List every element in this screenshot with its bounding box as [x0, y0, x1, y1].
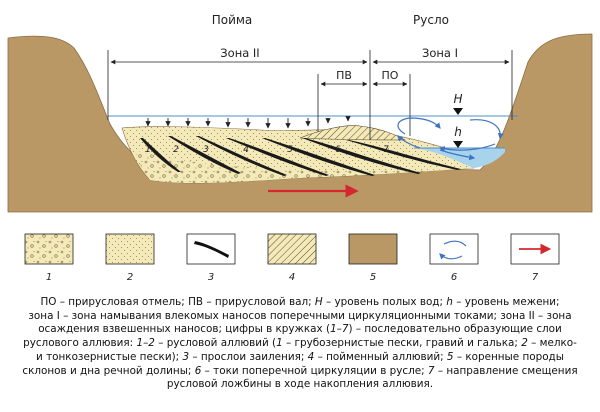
- legend-swatch-4: [267, 233, 317, 265]
- low-level-label: h: [454, 125, 462, 139]
- po-label: ПО: [382, 69, 399, 82]
- figure-caption: ПО – прирусловая отмель; ПВ – прируслово…: [10, 296, 590, 392]
- zone-2-label: Зона II: [220, 46, 259, 60]
- legend-number-6: 6: [451, 272, 457, 283]
- legend-number-1: 1: [46, 272, 52, 283]
- caption-line-7: русловой ложбины в ходе накопления аллюв…: [166, 378, 434, 391]
- legend-swatch-5: [348, 233, 398, 265]
- pv-label: ПВ: [336, 69, 352, 82]
- legend-number-5: 5: [370, 272, 376, 283]
- layer-number-5: 5: [287, 145, 293, 155]
- silt-interlayers: [140, 136, 461, 176]
- legend-number-2: 2: [127, 272, 133, 283]
- legend-swatch-1: [24, 233, 74, 265]
- header-floodplain: Пойма: [212, 13, 253, 27]
- caption-line-2: зона I – зона намывания влекомых наносов…: [28, 309, 572, 322]
- legend-number-4: 4: [289, 272, 295, 283]
- layer-number-6: 6: [335, 145, 341, 155]
- legend-circulation-icon: [440, 240, 467, 259]
- river-valley-cross-section: Пойма Русло: [7, 13, 593, 283]
- circulation-currents: [397, 117, 504, 161]
- alluvium-coarse-sand: [135, 150, 474, 184]
- legend-swatch-6: [429, 233, 479, 265]
- layer-numbers: 1 2 3 4 5 6 7: [145, 145, 389, 155]
- legend-number-3: 3: [208, 272, 214, 283]
- layer-number-1: 1: [145, 145, 151, 155]
- header-channel: Русло: [413, 13, 449, 27]
- layer-number-2: 2: [173, 145, 179, 155]
- layer-number-3: 3: [203, 145, 209, 155]
- channel-water: [414, 148, 505, 168]
- layer-number-7: 7: [383, 145, 389, 155]
- caption-line-1: ПО – прирусловая отмель; ПВ – прируслово…: [40, 296, 560, 308]
- low-level-marker: [453, 141, 463, 148]
- legend-number-7: 7: [532, 272, 539, 283]
- bedrock: [7, 33, 593, 213]
- flood-level-label: H: [453, 92, 462, 106]
- caption-line-4: руслового аллювия: 1–2 – русловой аллюви…: [23, 337, 577, 350]
- legend-swatch-2: [105, 233, 155, 265]
- caption-line-6: склонов и дна речной долины; 6 – токи по…: [22, 364, 578, 377]
- zone-dimensions: [107, 50, 513, 140]
- legend-silt-stroke: [194, 241, 229, 258]
- caption-line-3: осаждения взвешенных наносов; цифры в кр…: [38, 323, 562, 336]
- settling-arrows: [145, 116, 351, 129]
- legend: 1 2 3 4 5 6 7: [24, 233, 560, 283]
- caption-line-5: и тонкозернистые пески); 3 – прослои заи…: [36, 350, 564, 363]
- flood-level-marker: [453, 108, 463, 115]
- layer-number-4: 4: [243, 145, 249, 155]
- zone-1-label: Зона I: [422, 46, 458, 60]
- floodplain-alluvium: [299, 125, 407, 141]
